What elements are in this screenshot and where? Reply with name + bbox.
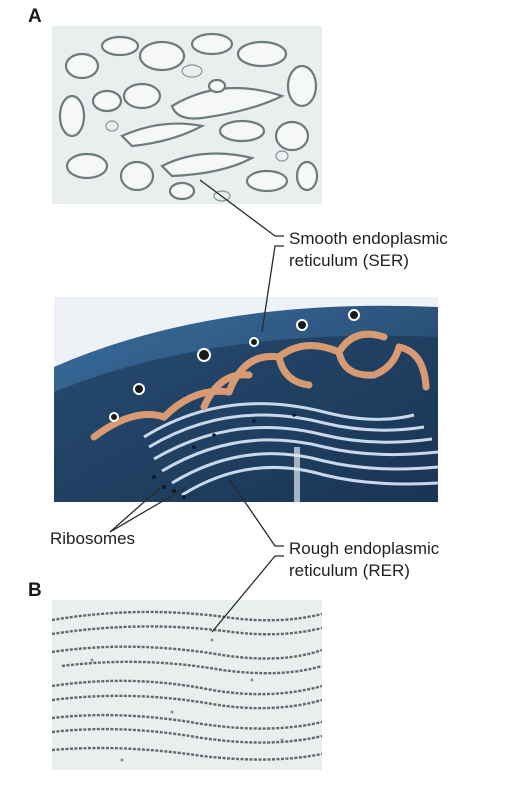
ser-callout-line2: reticulum (SER) <box>289 251 409 270</box>
rer-callout: Rough endoplasmic reticulum (RER) <box>289 538 439 582</box>
er-illustration <box>54 297 438 502</box>
rer-callout-line2: reticulum (RER) <box>289 561 410 580</box>
micrograph-a-image <box>52 26 322 204</box>
ribosomes-callout: Ribosomes <box>50 529 136 548</box>
micrograph-b-image <box>52 600 322 770</box>
er-illustration-image <box>54 297 438 502</box>
ser-callout: Smooth endoplasmic reticulum (SER) <box>289 228 448 272</box>
panel-a-label: A <box>28 6 42 27</box>
micrograph-a-smooth-er <box>52 26 322 204</box>
panel-b-label: B <box>28 580 42 601</box>
rer-callout-line1: Rough endoplasmic <box>289 539 440 558</box>
ser-callout-line1: Smooth endoplasmic <box>289 229 448 248</box>
micrograph-b-rough-er <box>52 600 322 770</box>
